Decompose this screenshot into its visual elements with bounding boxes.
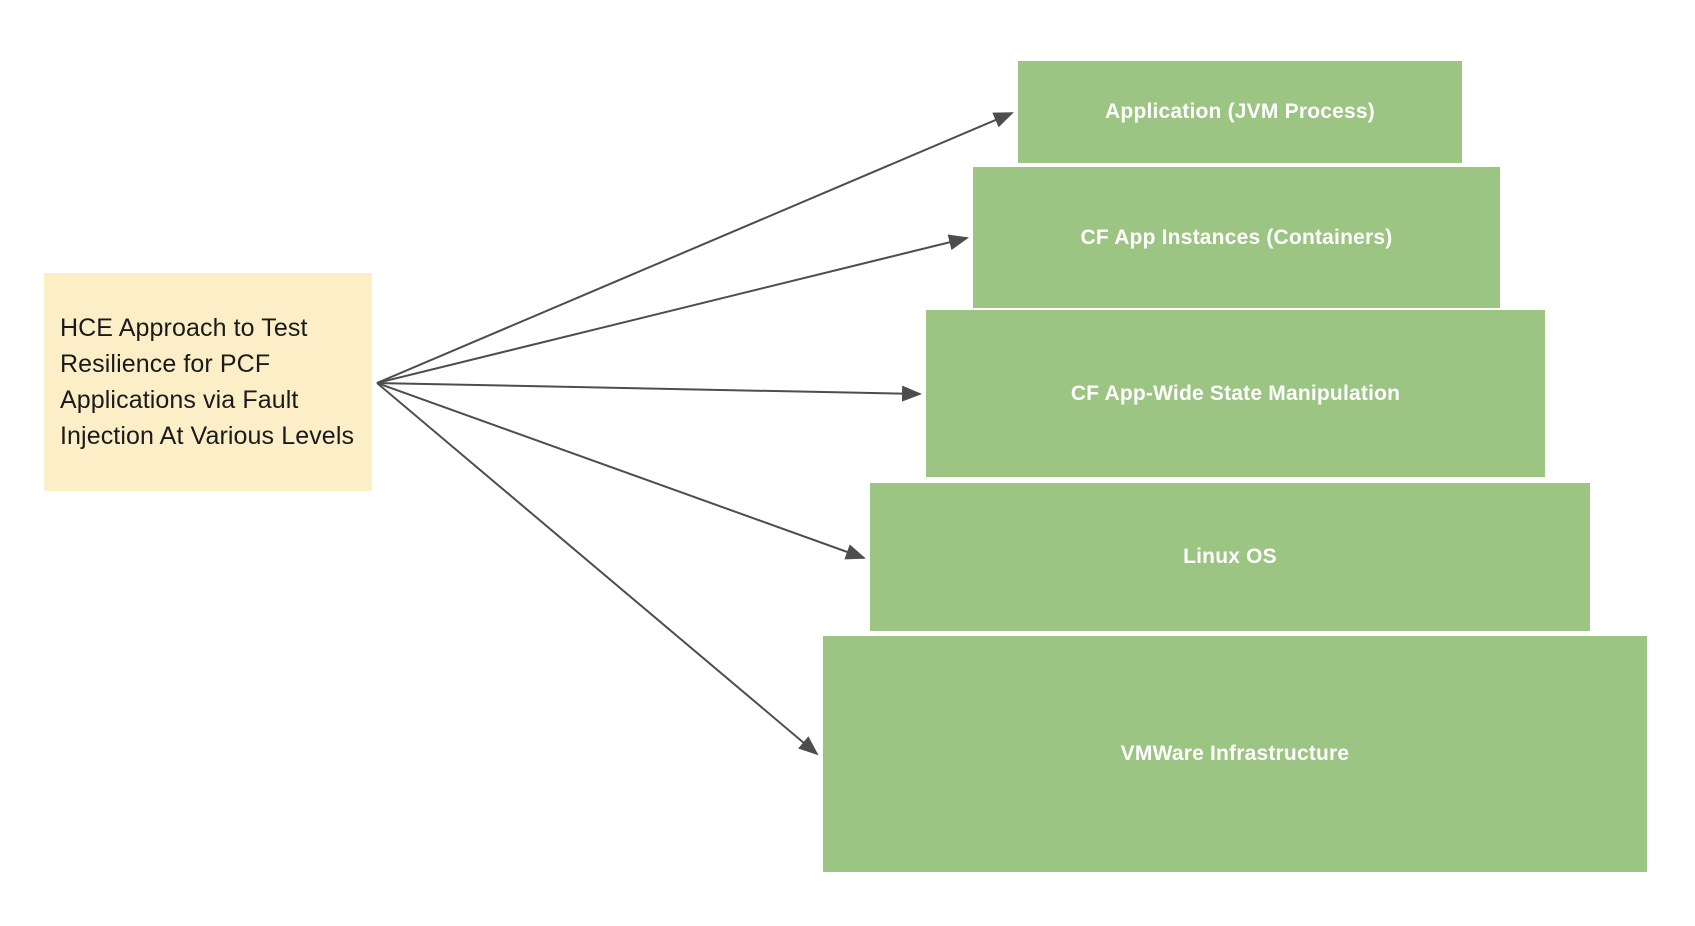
layer-box-vmware-infrastructure[interactable]: VMWare Infrastructure bbox=[823, 636, 1647, 872]
arrow-to-linux-os bbox=[376, 382, 866, 560]
hce-approach-note: HCE Approach to Test Resilience for PCF … bbox=[44, 273, 372, 491]
layer-label-application: Application (JVM Process) bbox=[1105, 100, 1375, 123]
hce-approach-note-text: HCE Approach to Test Resilience for PCF … bbox=[60, 314, 355, 450]
layer-box-linux-os[interactable]: Linux OS bbox=[870, 483, 1590, 631]
layer-box-cf-app-wide-state[interactable]: CF App-Wide State Manipulation bbox=[926, 310, 1545, 477]
layer-label-vmware-infrastructure: VMWare Infrastructure bbox=[1120, 742, 1350, 765]
layer-label-cf-app-wide-state: CF App-Wide State Manipulation bbox=[1070, 381, 1401, 405]
arrow-to-application bbox=[376, 112, 1014, 384]
layer-label-cf-app-instances: CF App Instances (Containers) bbox=[1080, 225, 1393, 249]
arrow-to-cf-app-instances bbox=[376, 234, 969, 384]
arrow-to-cf-app-wide-state bbox=[376, 382, 922, 402]
layer-label-linux-os: Linux OS bbox=[1183, 545, 1277, 568]
arrow-to-vmware-infrastructure bbox=[376, 382, 819, 756]
layer-box-application[interactable]: Application (JVM Process) bbox=[1018, 61, 1462, 163]
layer-box-cf-app-instances[interactable]: CF App Instances (Containers) bbox=[973, 167, 1500, 308]
